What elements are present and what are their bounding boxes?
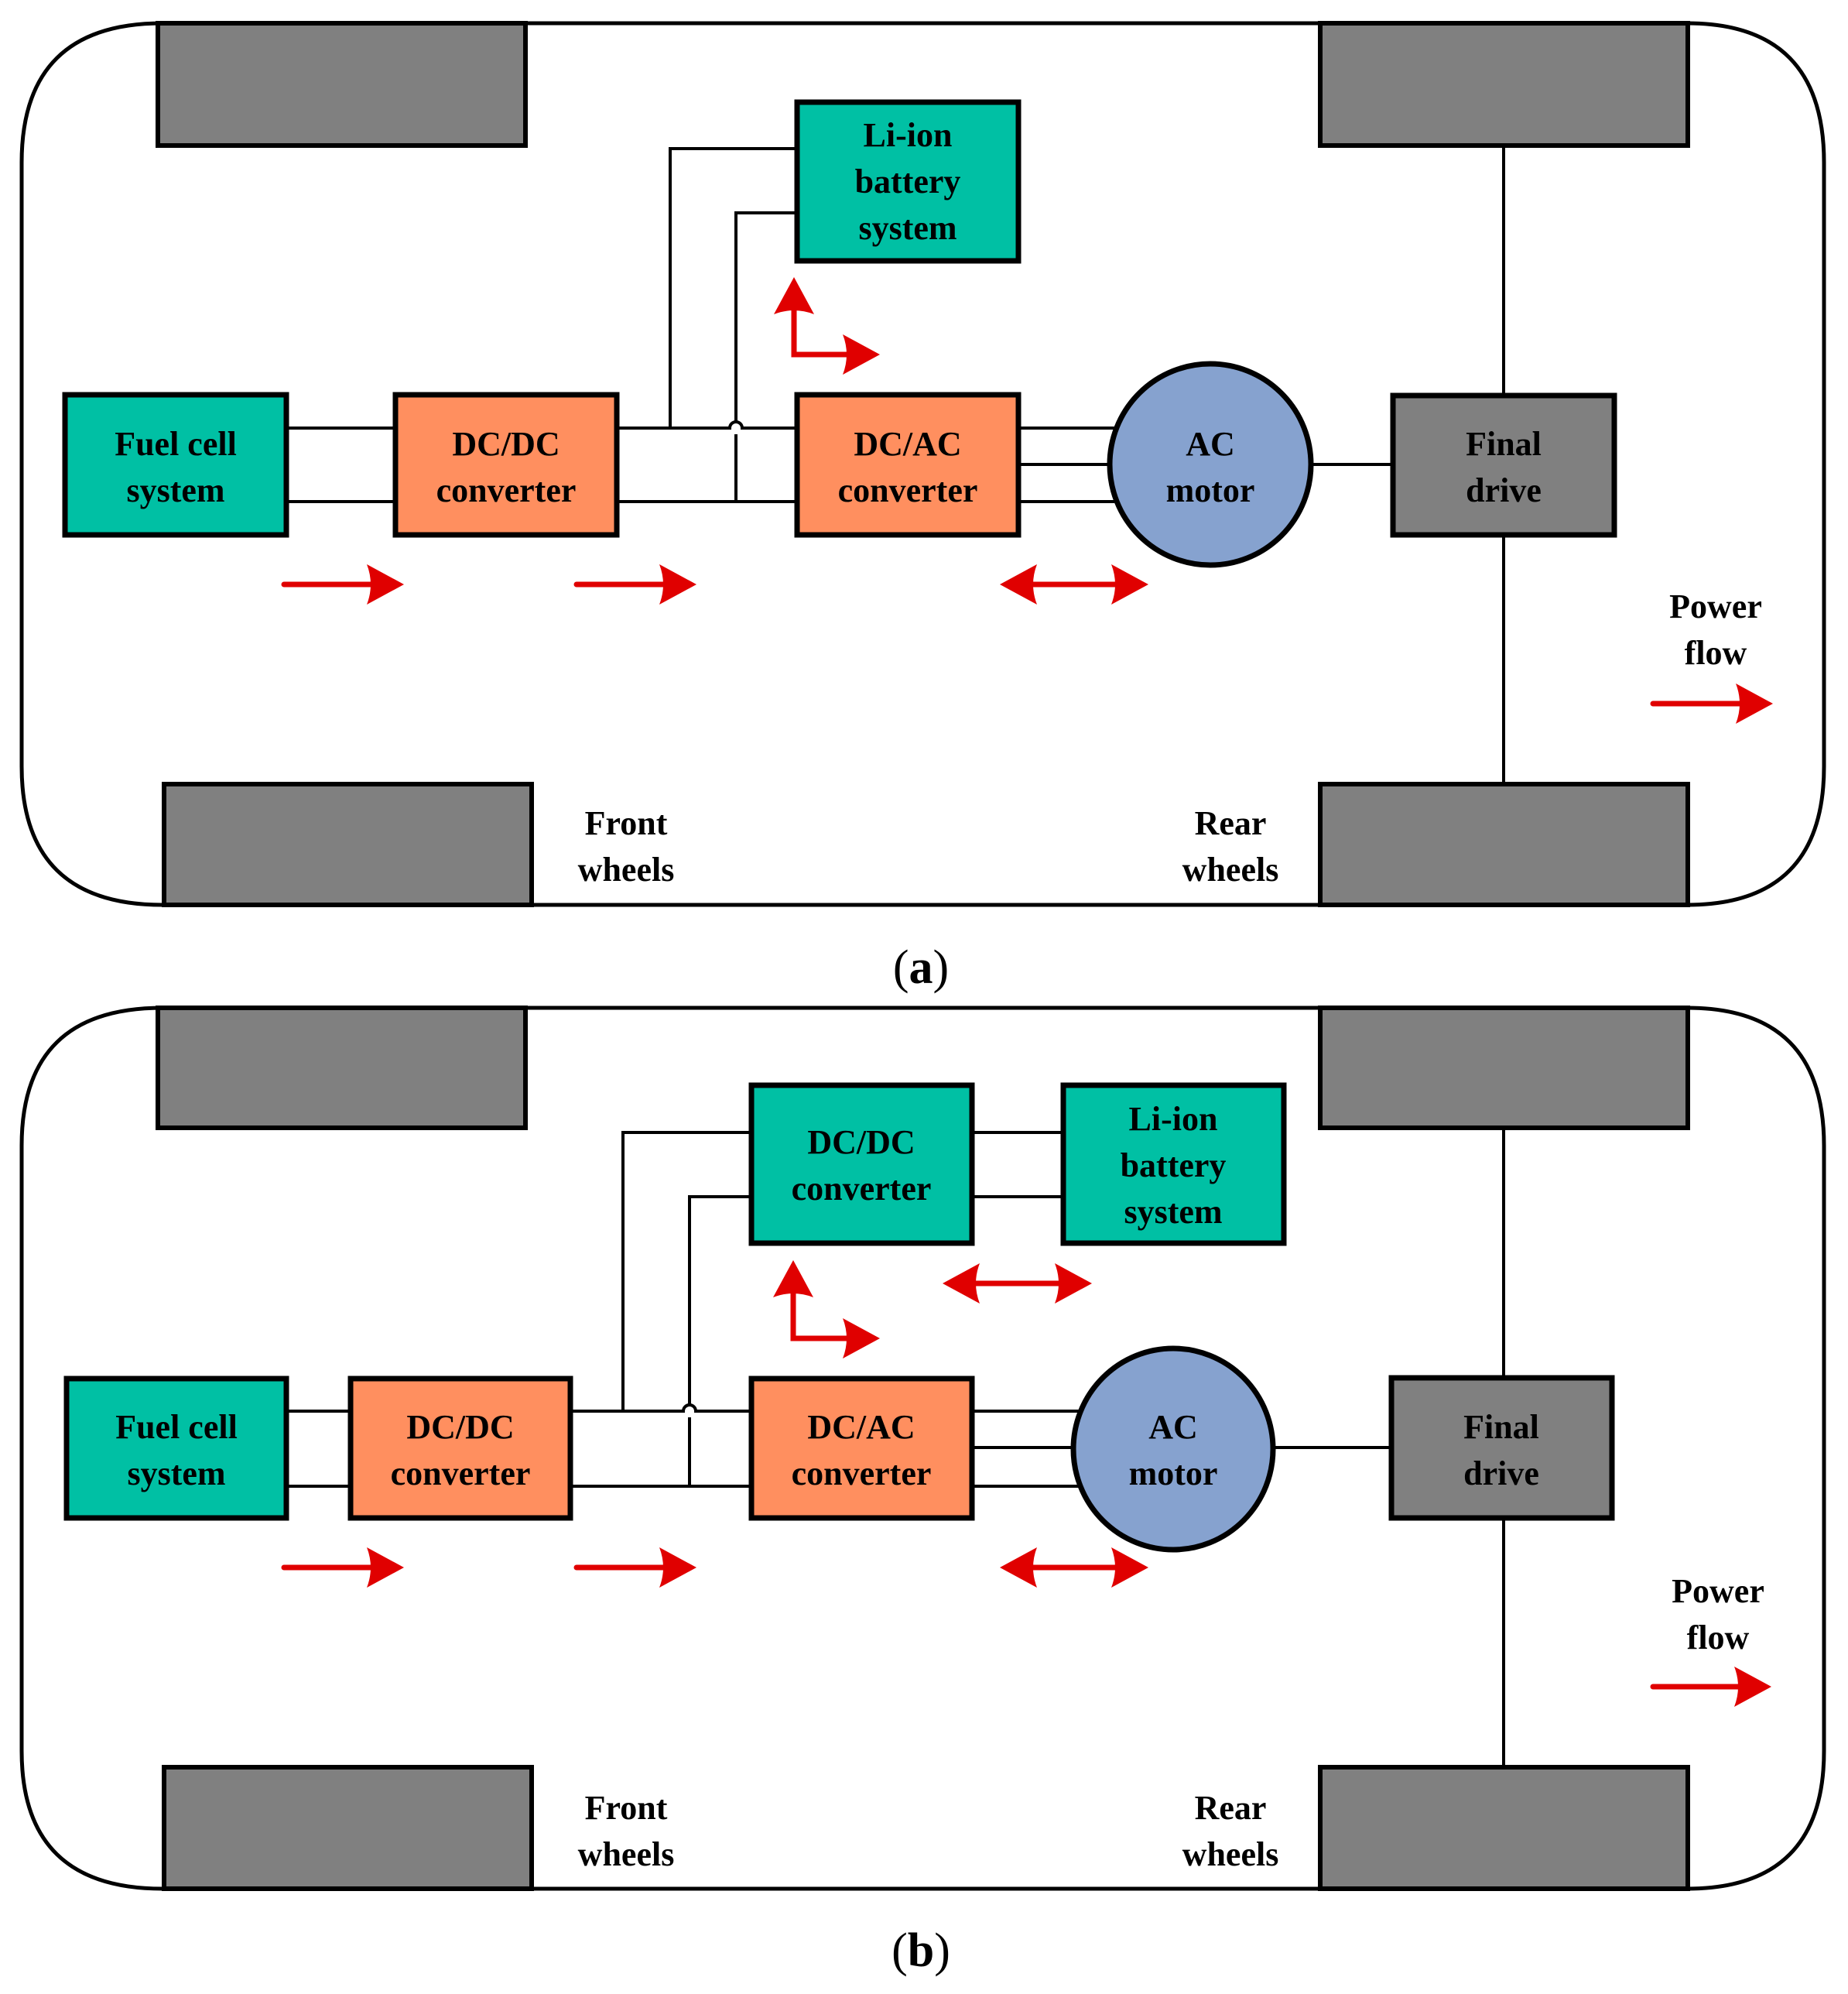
dcac-block: DC/AC converter: [748, 1376, 975, 1521]
front-wheels-label-2: wheels: [578, 1835, 675, 1873]
main-dcdc-label-2: converter: [391, 1454, 531, 1492]
power-flow-arrows: [281, 277, 1773, 724]
arrow-bus-battery-branch-head-right: [843, 1318, 880, 1358]
arrow-dcdc-to-dcac-head: [659, 564, 696, 605]
battery-label-1: Li-ion: [864, 116, 953, 154]
battery-label-2: battery: [855, 163, 961, 200]
dcac-block: DC/AC converter: [794, 392, 1022, 538]
front-wheels-label-2: wheels: [578, 851, 675, 889]
battery-dcdc-label-1: DC/DC: [807, 1123, 915, 1161]
panel-b: Fuel cell system DC/DC converter DC/DC c…: [19, 1006, 1826, 1977]
front-bottom-wheel: [162, 1765, 534, 1891]
battery-dcdc-block: DC/DC converter: [748, 1082, 975, 1246]
fuel-cell-block: Fuel cell system: [62, 392, 289, 538]
battery-label-1: Li-ion: [1129, 1100, 1218, 1138]
motor-label-1: AC: [1148, 1408, 1198, 1446]
ac-motor-block: AC motor: [1107, 361, 1314, 568]
arrow-bus-battery-branch-head-right: [843, 334, 880, 375]
power-flow-arrows: [281, 1260, 1771, 1707]
arrow-dcac-motor-bidirectional-head-right: [1111, 564, 1148, 605]
power-flow-label-1: Power: [1669, 588, 1762, 625]
arrow-dcdc-to-dcac-head: [659, 1547, 696, 1588]
main-dcdc-label-1: DC/DC: [452, 425, 560, 463]
battery-block: Li-ion battery system: [1060, 1082, 1287, 1246]
wires: [288, 147, 1391, 503]
rear-top-wheel: [1318, 21, 1690, 148]
arrow-dcac-motor-bidirectional-head-left: [1000, 1547, 1037, 1588]
rear-wheels-label-1: Rear: [1195, 1789, 1267, 1827]
front-top-wheel: [156, 21, 528, 148]
battery-block: Li-ion battery system: [794, 99, 1022, 264]
arrow-fuelcell-to-dcdc-head: [367, 564, 404, 605]
rear-bottom-wheel: [1318, 782, 1690, 907]
arrow-bus-battery-branch-head-up: [774, 277, 814, 314]
fuel-cell-label-2: system: [126, 471, 224, 509]
arrow-bus-battery-branch-shaft: [791, 297, 860, 358]
motor-label-2: motor: [1129, 1454, 1218, 1492]
arrow-power-flow-legend-head: [1734, 1667, 1771, 1707]
fuel-cell-block: Fuel cell system: [63, 1376, 289, 1521]
panel-a: Fuel cell system DC/DC converter Li-ion …: [19, 21, 1826, 994]
rear-bottom-wheel: [1318, 1765, 1690, 1891]
arrow-dcac-motor-bidirectional-head-left: [1000, 564, 1037, 605]
arrow-power-flow-legend-head: [1736, 684, 1773, 724]
fuel-cell-label-2: system: [127, 1454, 225, 1492]
panel-a-caption: (a): [893, 941, 949, 994]
arrow-fuelcell-to-dcdc-head: [367, 1547, 404, 1588]
power-flow-label-1: Power: [1672, 1572, 1764, 1610]
main-dcdc-block: DC/DC converter: [347, 1376, 573, 1521]
dcac-label-2: converter: [838, 471, 978, 509]
rear-wheels-label-1: Rear: [1195, 804, 1267, 842]
fuel-cell-label-1: Fuel cell: [115, 425, 237, 463]
battery-label-2: battery: [1121, 1146, 1227, 1184]
battery-label-3: system: [1124, 1193, 1222, 1231]
main-dcdc-block: DC/DC converter: [392, 392, 620, 538]
dcac-label-1: DC/AC: [807, 1408, 915, 1446]
arrow-bus-battery-branch-head-up: [773, 1260, 813, 1297]
final-drive-label-1: Final: [1466, 425, 1542, 463]
final-drive-label-2: drive: [1466, 471, 1542, 509]
motor-label-2: motor: [1166, 471, 1255, 509]
dcac-label-1: DC/AC: [854, 425, 961, 463]
final-drive-block: Final drive: [1390, 392, 1617, 538]
motor-label-1: AC: [1186, 425, 1235, 463]
arrow-bus-battery-branch-shaft: [790, 1280, 860, 1341]
rear-wheels-label-2: wheels: [1182, 851, 1279, 889]
rear-top-wheel: [1318, 1006, 1690, 1130]
battery-label-3: system: [858, 209, 957, 247]
main-dcdc-label-1: DC/DC: [406, 1408, 514, 1446]
final-drive-label-1: Final: [1463, 1408, 1539, 1446]
arrow-dcdc-battery-bidirectional-head-left: [943, 1263, 980, 1304]
front-wheels-label-1: Front: [585, 1789, 668, 1827]
front-bottom-wheel: [162, 782, 534, 907]
fuel-cell-label-1: Fuel cell: [115, 1408, 238, 1446]
arrow-dcac-motor-bidirectional-head-right: [1111, 1547, 1148, 1588]
final-drive-block: Final drive: [1388, 1375, 1615, 1521]
power-flow-label-2: flow: [1685, 634, 1747, 672]
panel-b-caption: (b): [891, 1924, 950, 1977]
main-dcdc-label-2: converter: [436, 471, 577, 509]
ac-motor-block: AC motor: [1070, 1345, 1276, 1553]
wires: [287, 1131, 1390, 1488]
front-wheels-label-1: Front: [585, 804, 668, 842]
rear-wheels-label-2: wheels: [1182, 1835, 1279, 1873]
final-drive-label-2: drive: [1463, 1454, 1539, 1492]
front-top-wheel: [156, 1006, 528, 1130]
dcac-label-2: converter: [792, 1454, 932, 1492]
power-flow-label-2: flow: [1687, 1619, 1750, 1657]
arrow-dcdc-battery-bidirectional-head-right: [1055, 1263, 1092, 1304]
battery-dcdc-label-2: converter: [792, 1170, 932, 1208]
